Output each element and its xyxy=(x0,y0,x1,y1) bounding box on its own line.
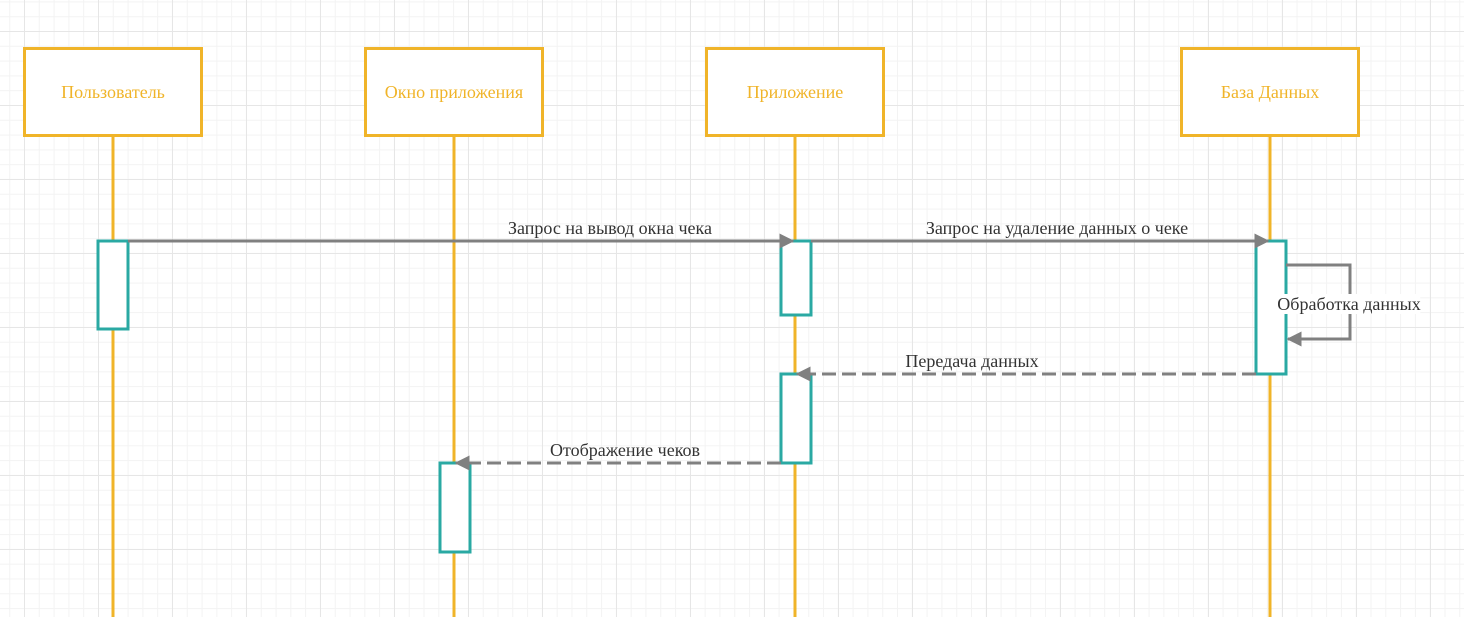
activation-app-2 xyxy=(779,372,813,465)
participant-window: Окно приложения xyxy=(364,47,544,137)
participant-user: Пользователь xyxy=(23,47,203,137)
participant-app-label: Приложение xyxy=(746,82,844,102)
activation-window xyxy=(438,461,472,554)
participant-window-label: Окно приложения xyxy=(384,82,524,102)
participant-app: Приложение xyxy=(705,47,885,137)
message-label-1: Запрос на вывод окна чека xyxy=(508,218,712,238)
participant-db-label: База Данных xyxy=(1220,82,1320,102)
message-label-self: Обработка данных xyxy=(1277,294,1421,314)
message-label-2: Запрос на удаление данных о чеке xyxy=(925,218,1189,238)
message-label-5: Отображение чеков xyxy=(549,440,701,460)
message-label-4: Передача данных xyxy=(905,351,1039,371)
participant-db: База Данных xyxy=(1180,47,1360,137)
activation-user xyxy=(96,239,130,331)
participant-user-label: Пользователь xyxy=(61,82,165,102)
activation-app-1 xyxy=(779,239,813,317)
